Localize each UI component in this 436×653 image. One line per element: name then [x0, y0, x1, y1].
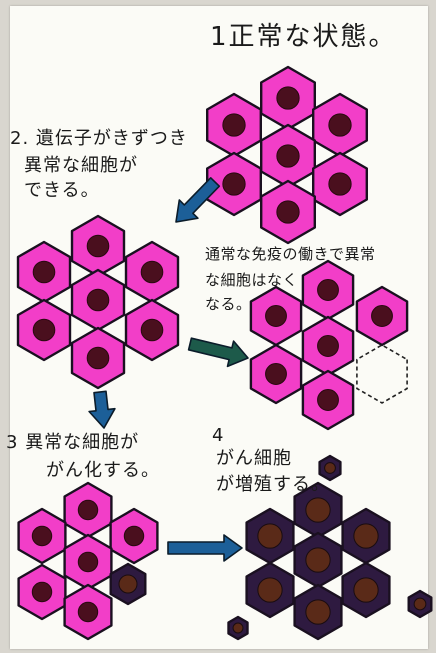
- step3-label: 3 異常な細胞が: [6, 432, 139, 453]
- step1-title: 1正常な状態。: [210, 22, 397, 52]
- cancer-cell-nucleus: [305, 547, 331, 573]
- cancer-cell-nucleus: [353, 523, 379, 549]
- cell-nucleus: [77, 499, 99, 521]
- step3-line1: 異常な細胞が: [25, 432, 140, 453]
- immune-line1: 通常な免疫の働きで異常: [205, 245, 376, 263]
- step2-label: 2. 遺伝子がきずつき: [10, 128, 188, 149]
- immune-line3: なる。: [205, 295, 252, 313]
- cancer-cell-nucleus: [232, 622, 244, 634]
- cell-nucleus: [32, 318, 56, 342]
- cell-nucleus: [328, 113, 352, 137]
- cancer-cell-nucleus: [413, 597, 427, 611]
- empty-cell-outline: [356, 344, 408, 404]
- cancer-cell-nucleus: [118, 574, 138, 594]
- cell-nucleus: [317, 279, 339, 301]
- cell-nucleus: [31, 581, 53, 603]
- cell-nucleus: [123, 525, 145, 547]
- cell-nucleus: [86, 288, 110, 312]
- arrow-step1-to-step2: [175, 177, 221, 223]
- cell-nucleus: [140, 260, 164, 284]
- cell-nucleus: [265, 305, 287, 327]
- cell-nucleus: [77, 601, 99, 623]
- cell-nucleus: [140, 318, 164, 342]
- step3-line2: がん化する。: [46, 460, 160, 481]
- step4-line2: が増殖する。: [216, 474, 330, 495]
- cell-nucleus: [371, 305, 393, 327]
- cell-nucleus: [77, 551, 99, 573]
- cell-nucleus: [328, 172, 352, 196]
- step3-number: 3: [6, 432, 19, 453]
- cell-nucleus: [222, 172, 246, 196]
- arrow-to-immune-elimination: [187, 337, 249, 368]
- cell-nucleus: [276, 86, 300, 110]
- immune-line2: な細胞はなく: [205, 271, 299, 289]
- cancer-cell-nucleus: [324, 462, 336, 474]
- cell-nucleus: [32, 260, 56, 284]
- cell-nucleus: [317, 389, 339, 411]
- step2-number: 2.: [10, 128, 30, 149]
- cell-nucleus: [86, 346, 110, 370]
- arrow-step2-to-step3: [88, 390, 116, 429]
- arrow-step3-to-step4: [167, 534, 243, 562]
- step2-line2: 異常な細胞が: [24, 155, 138, 176]
- cell-nucleus: [86, 234, 110, 258]
- cell-nucleus: [276, 144, 300, 168]
- cancer-cell-nucleus: [353, 577, 379, 603]
- cancer-cell-nucleus: [305, 497, 331, 523]
- cancer-cell-nucleus: [257, 577, 283, 603]
- step4-number: 4: [212, 425, 225, 446]
- step2-line3: できる。: [24, 180, 100, 201]
- cell-nucleus: [222, 113, 246, 137]
- step2-line1: 遺伝子がきずつき: [35, 128, 188, 149]
- cell-nucleus: [317, 335, 339, 357]
- cancer-cell-nucleus: [305, 599, 331, 625]
- cancer-cell-nucleus: [257, 523, 283, 549]
- cell-nucleus: [265, 363, 287, 385]
- cell-nucleus: [276, 200, 300, 224]
- cell-nucleus: [31, 525, 53, 547]
- step4-line1: がん細胞: [216, 448, 292, 469]
